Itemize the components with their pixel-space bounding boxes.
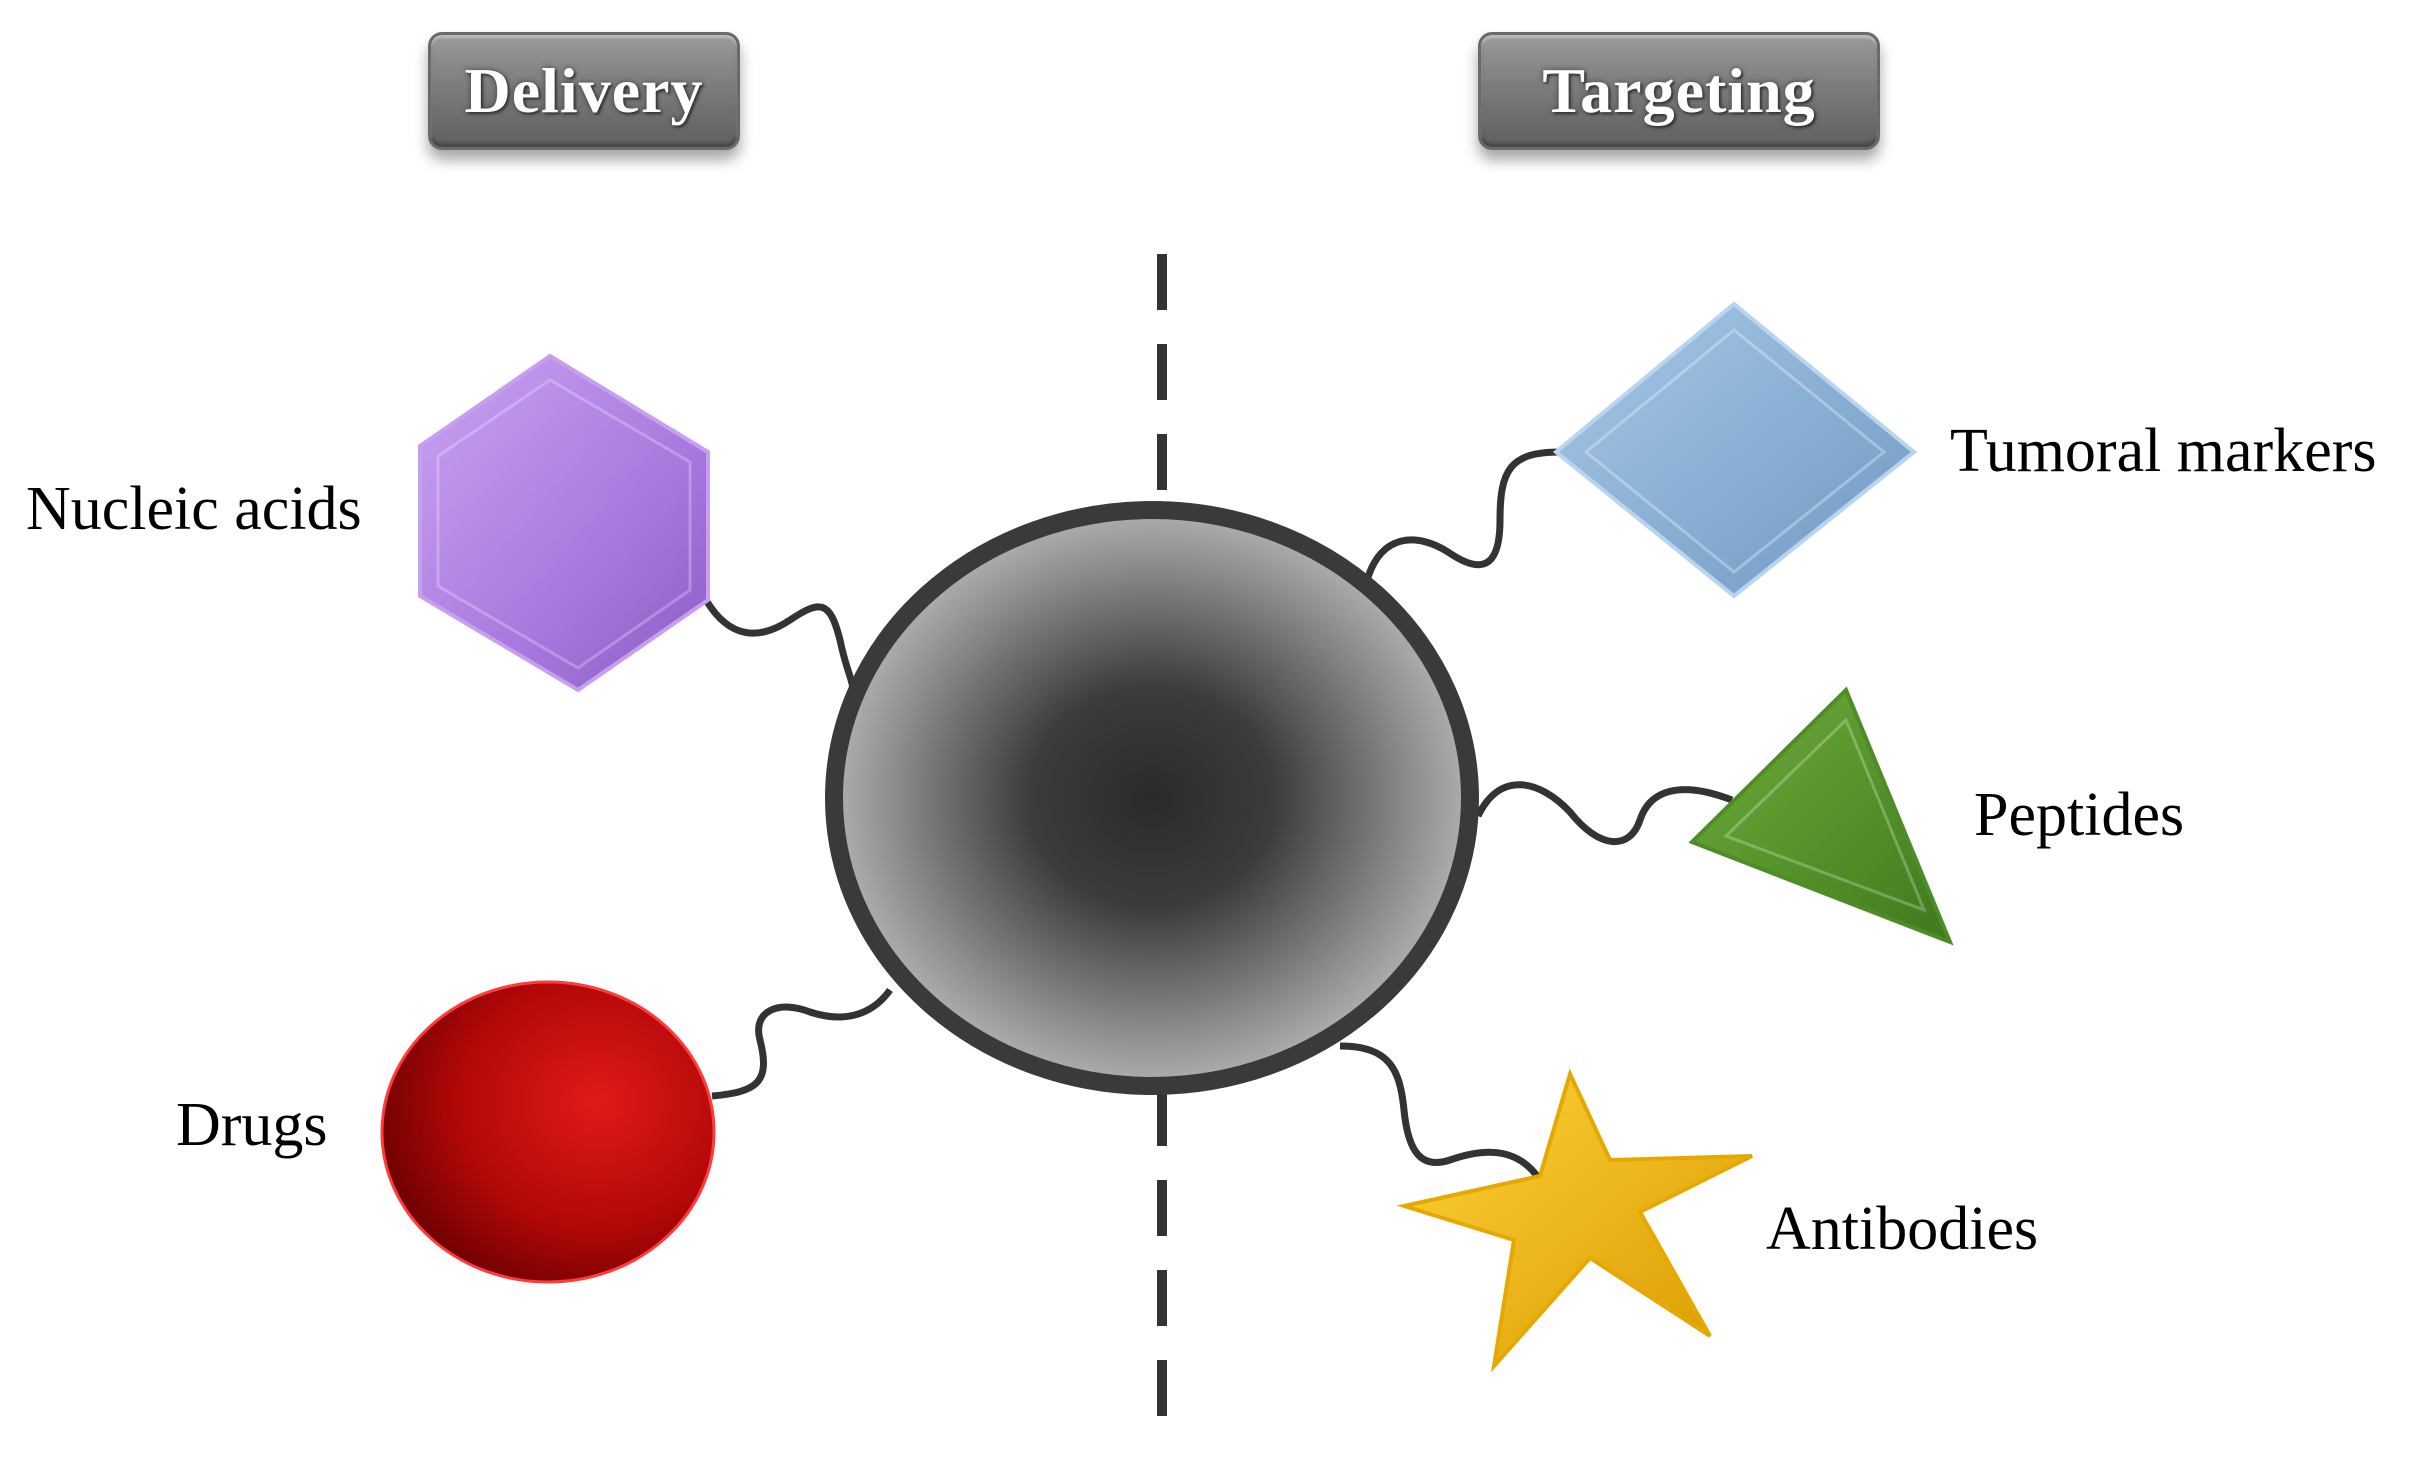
nanoparticle — [825, 501, 1479, 1095]
linker-tumoral-markers — [1362, 448, 1561, 585]
label-peptides: Peptides — [1974, 781, 2185, 849]
label-drugs: Drugs — [176, 1091, 328, 1159]
header-delivery: Delivery — [428, 32, 740, 150]
triangle-icon — [1688, 686, 1954, 946]
linker-drugs — [711, 987, 893, 1100]
linker-nucleic-acids — [702, 598, 857, 703]
sphere-icon — [380, 980, 716, 1284]
linker-peptides — [1474, 781, 1734, 846]
label-nucleic-acids: Nucleic acids — [26, 475, 362, 543]
star-icon — [1396, 1068, 1753, 1373]
diamond-icon — [1552, 301, 1918, 599]
header-targeting-label: Targeting — [1542, 55, 1816, 126]
label-antibodies: Antibodies — [1766, 1195, 2039, 1263]
header-delivery-label: Delivery — [464, 55, 704, 126]
hexagon-icon — [418, 353, 710, 693]
header-targeting: Targeting — [1478, 32, 1880, 150]
linker-antibodies — [1339, 1042, 1543, 1183]
label-tumoral-markers: Tumoral markers — [1950, 417, 2377, 485]
